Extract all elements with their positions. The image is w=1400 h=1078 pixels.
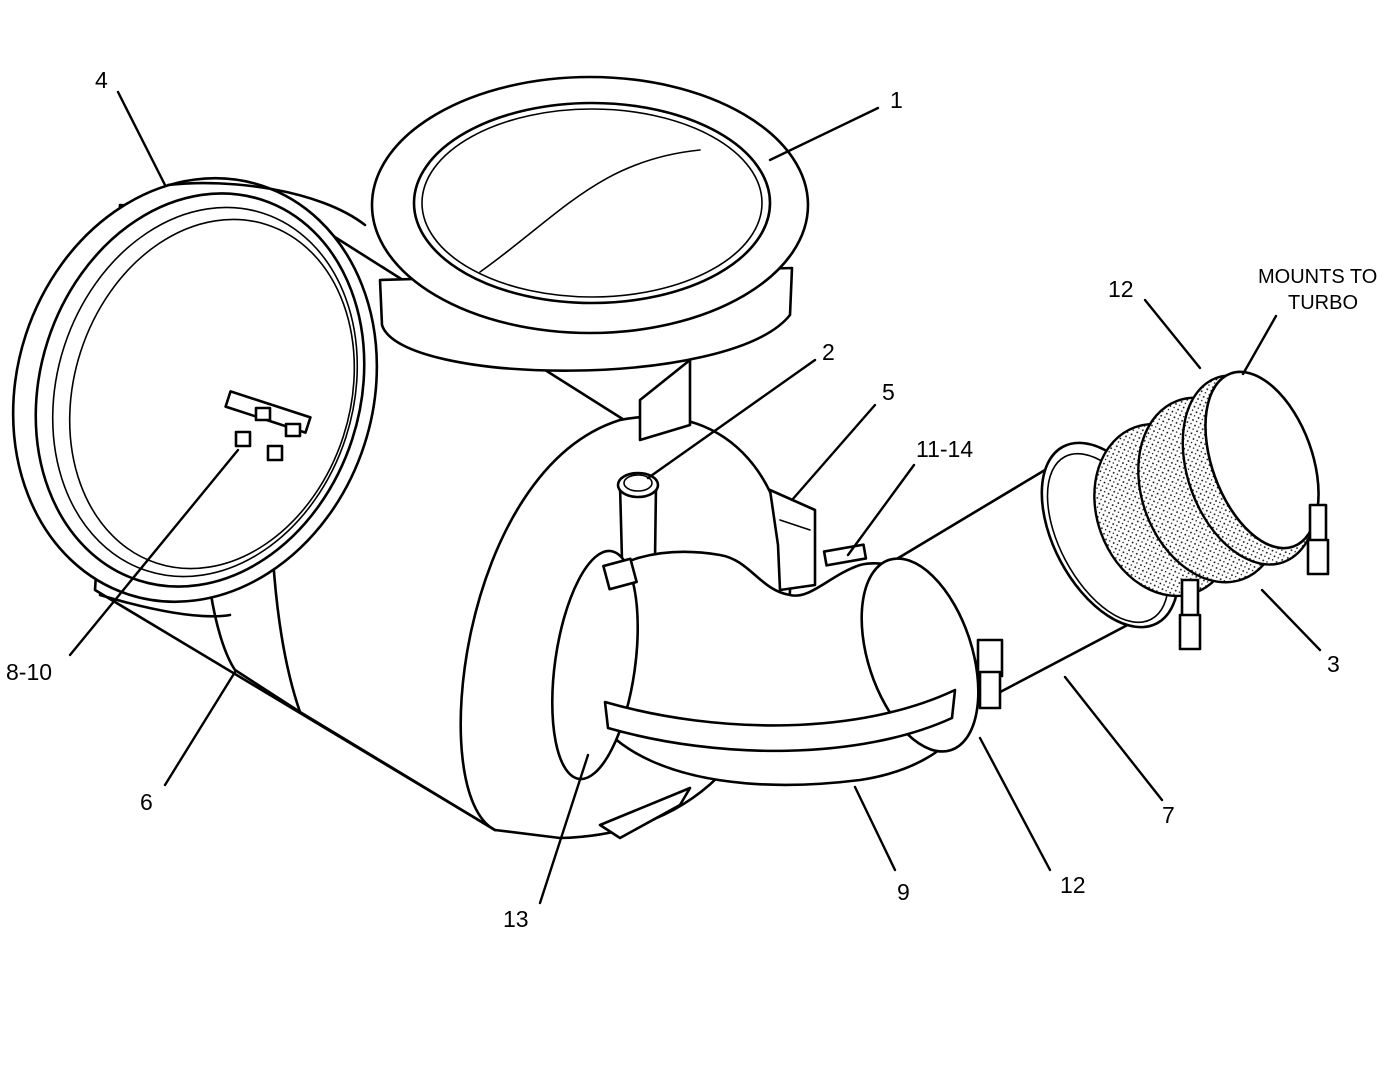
- note-line-1: MOUNTS TO: [1258, 266, 1377, 288]
- callout-labels: 4 1 2 5 11-14 12 MOUNTS TO TURBO 3 7 12 …: [6, 67, 1377, 932]
- callout-12-bottom: 12: [1060, 872, 1086, 898]
- leader-lines: [68, 90, 1322, 905]
- callout-11-14: 11-14: [916, 436, 973, 462]
- callout-1: 1: [890, 87, 903, 113]
- callout-7: 7: [1162, 802, 1175, 828]
- callout-13: 13: [503, 906, 529, 932]
- hose-clamps: [1178, 503, 1330, 651]
- precleaner-inlet: [370, 75, 810, 442]
- stud-fitting: [822, 543, 868, 567]
- band-clamp: [224, 390, 312, 462]
- callout-5: 5: [882, 379, 895, 405]
- rubber-bellows: [1093, 370, 1320, 598]
- callout-4: 4: [95, 67, 108, 93]
- bottom-bracket: [598, 786, 692, 840]
- end-cover: [11, 176, 379, 618]
- callout-3: 3: [1327, 651, 1340, 677]
- callout-8-10: 8-10: [6, 659, 52, 685]
- mounting-bracket: [768, 488, 817, 592]
- callout-12-top: 12: [1108, 276, 1134, 302]
- callout-2: 2: [822, 339, 835, 365]
- elbow: [550, 549, 980, 787]
- note-line-2: TURBO: [1288, 292, 1358, 314]
- callout-6: 6: [140, 789, 153, 815]
- callout-9: 9: [897, 879, 910, 905]
- elbow-clamps: [602, 557, 1004, 710]
